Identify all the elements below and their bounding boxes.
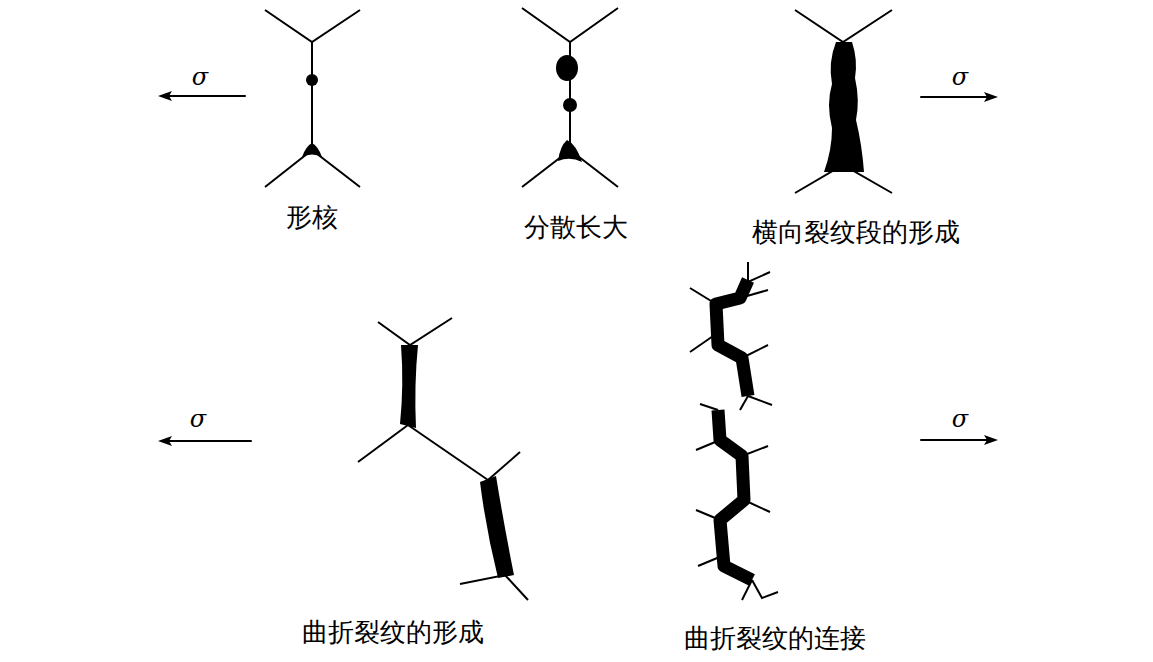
grain-boundary	[522, 8, 618, 187]
arrow-head	[984, 92, 998, 102]
cavity	[306, 74, 318, 86]
stage-caption: 曲折裂纹的形成	[302, 618, 484, 647]
stress-arrow	[921, 96, 990, 98]
stress-arrow	[166, 440, 251, 442]
grain-boundary	[265, 10, 360, 187]
stress-symbol: σ	[192, 64, 208, 90]
grain-boundary	[358, 318, 528, 600]
stage-caption: 分散长大	[524, 213, 628, 242]
linked-crack	[716, 280, 752, 580]
stage-caption: 横向裂纹段的形成	[752, 218, 960, 247]
arrow-head	[984, 435, 998, 445]
stress-symbol: σ	[190, 406, 206, 432]
cavity	[556, 55, 578, 81]
cavity	[558, 140, 582, 162]
arrow-head	[158, 436, 172, 446]
stress-symbol: σ	[952, 406, 968, 432]
stress-symbol: σ	[952, 64, 968, 90]
grain-boundary	[795, 10, 892, 193]
grain-boundary	[690, 262, 778, 600]
stage-caption: 曲折裂纹的连接	[684, 624, 866, 653]
stress-arrow	[921, 439, 990, 441]
crack-segment	[824, 42, 864, 172]
cavity	[302, 143, 322, 157]
cavity	[563, 98, 577, 112]
crack-segment	[400, 345, 418, 428]
stress-arrow	[166, 95, 245, 97]
stage-caption: 形核	[286, 203, 338, 232]
crack-segment	[480, 476, 514, 578]
arrow-head	[158, 91, 172, 101]
